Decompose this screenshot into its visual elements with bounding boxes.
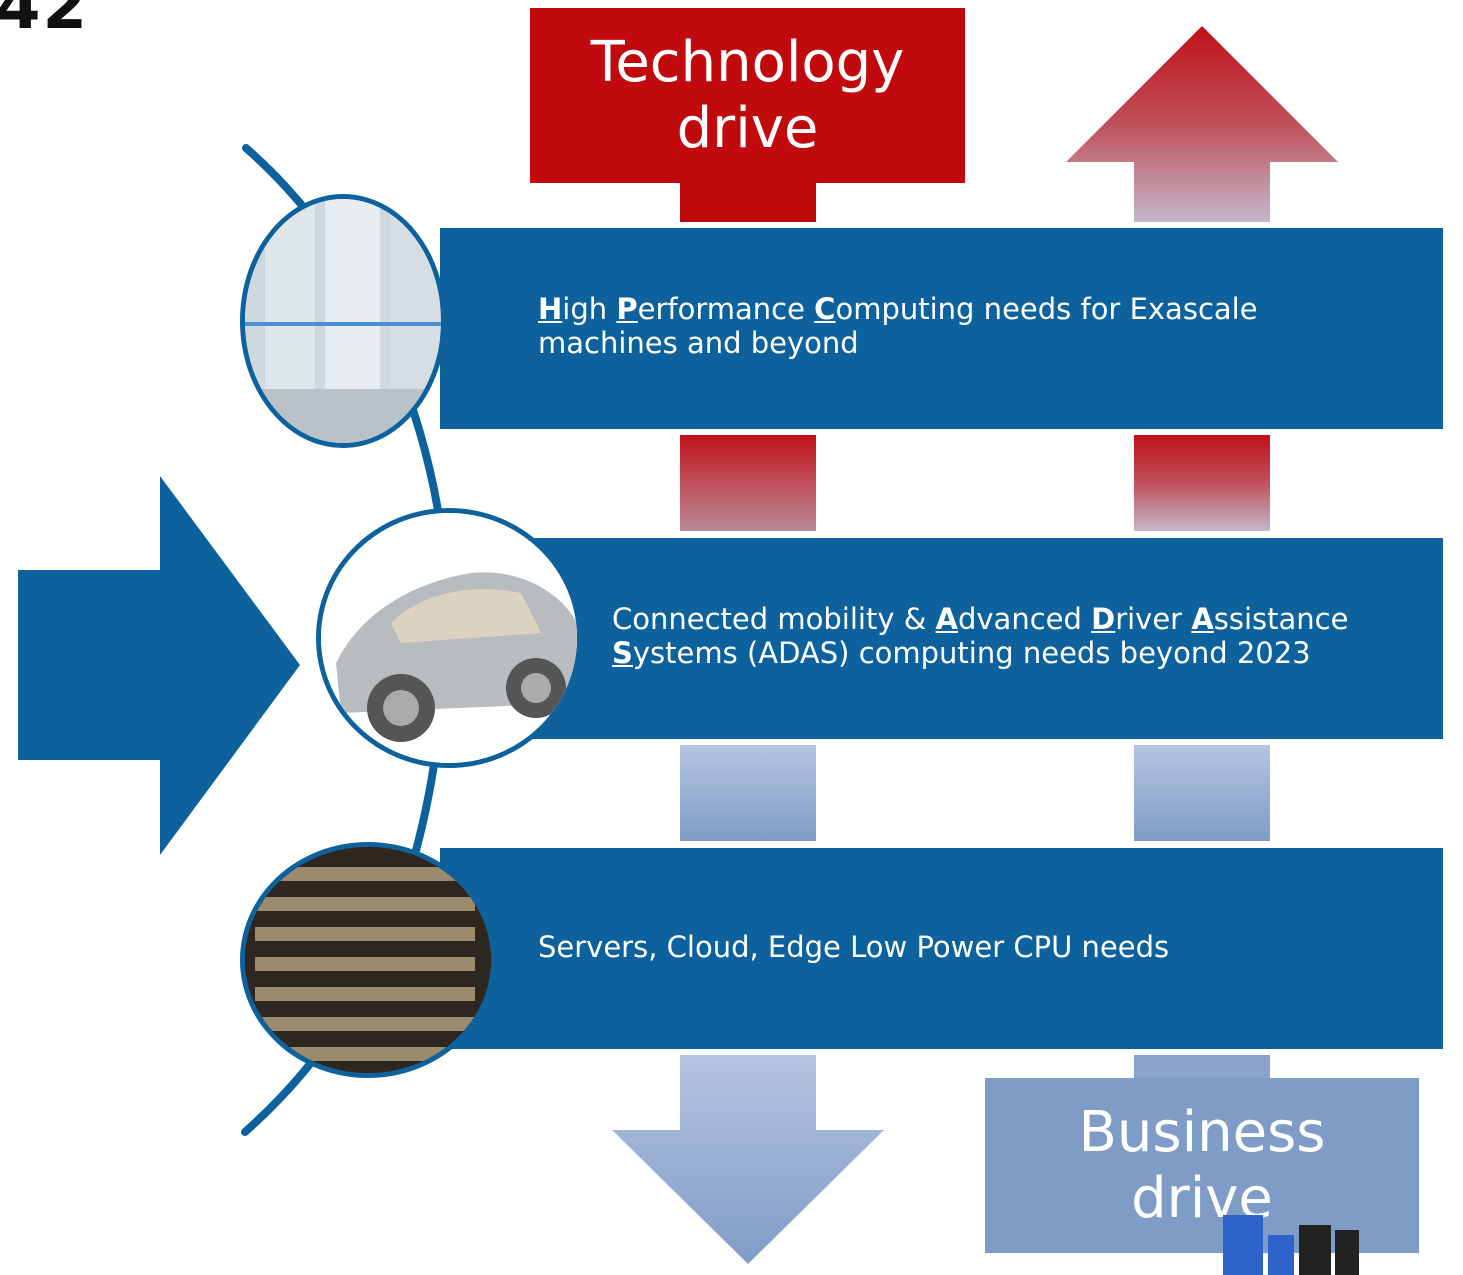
supercomputer-image	[240, 194, 446, 448]
band-servers: Servers, Cloud, Edge Low Power CPU needs	[440, 848, 1443, 1049]
business-line1: Business	[1078, 1099, 1326, 1165]
up-connector-2	[1134, 745, 1270, 841]
adas-segment-0: Connected mobility &	[612, 602, 936, 636]
adas-segment-2: dvanced	[957, 602, 1092, 636]
band-hpc-text: High Performance Computing needs for Exa…	[538, 292, 1378, 360]
adas-segment-5: A	[1191, 602, 1214, 636]
up-arrow	[1066, 26, 1338, 222]
band-adas: Connected mobility & Advanced Driver Ass…	[440, 538, 1443, 739]
adas-segment-4: river	[1115, 602, 1192, 636]
hpc-segment-0: H	[538, 292, 563, 326]
hpc-segment-4: C	[814, 292, 836, 326]
down-arrow	[612, 1055, 884, 1264]
down-connector-1	[680, 435, 816, 531]
hpc-segment-5: omputing needs for Exascale machines and…	[538, 292, 1258, 360]
adas-segment-3: D	[1091, 602, 1116, 636]
adas-segment-1: A	[935, 602, 958, 636]
server-rack-image	[240, 842, 496, 1078]
down-connector-2	[680, 745, 816, 841]
technology-line2: drive	[676, 95, 819, 161]
technology-line1: Technology	[590, 29, 905, 95]
technology-drive-label: Technology drive	[530, 8, 965, 183]
adas-segment-6: ssistance	[1213, 602, 1349, 636]
slide-number: 42	[0, 0, 90, 44]
adas-segment-7: S	[612, 636, 633, 670]
partner-logo	[1223, 1215, 1359, 1275]
servers-segment-0: Servers, Cloud, Edge Low Power CPU needs	[538, 930, 1170, 964]
adas-segment-8: ystems (ADAS) computing needs beyond 202…	[632, 636, 1311, 670]
up-connector-1	[1134, 435, 1270, 531]
band-adas-text: Connected mobility & Advanced Driver Ass…	[612, 602, 1432, 670]
hpc-segment-1: igh	[562, 292, 617, 326]
left-arrow	[18, 476, 300, 855]
band-hpc: High Performance Computing needs for Exa…	[440, 228, 1443, 429]
band-servers-text: Servers, Cloud, Edge Low Power CPU needs	[538, 930, 1378, 964]
business-drive-label: Business drive	[985, 1078, 1419, 1253]
hpc-segment-3: erformance	[637, 292, 815, 326]
hpc-segment-2: P	[616, 292, 638, 326]
car-image	[316, 508, 582, 768]
